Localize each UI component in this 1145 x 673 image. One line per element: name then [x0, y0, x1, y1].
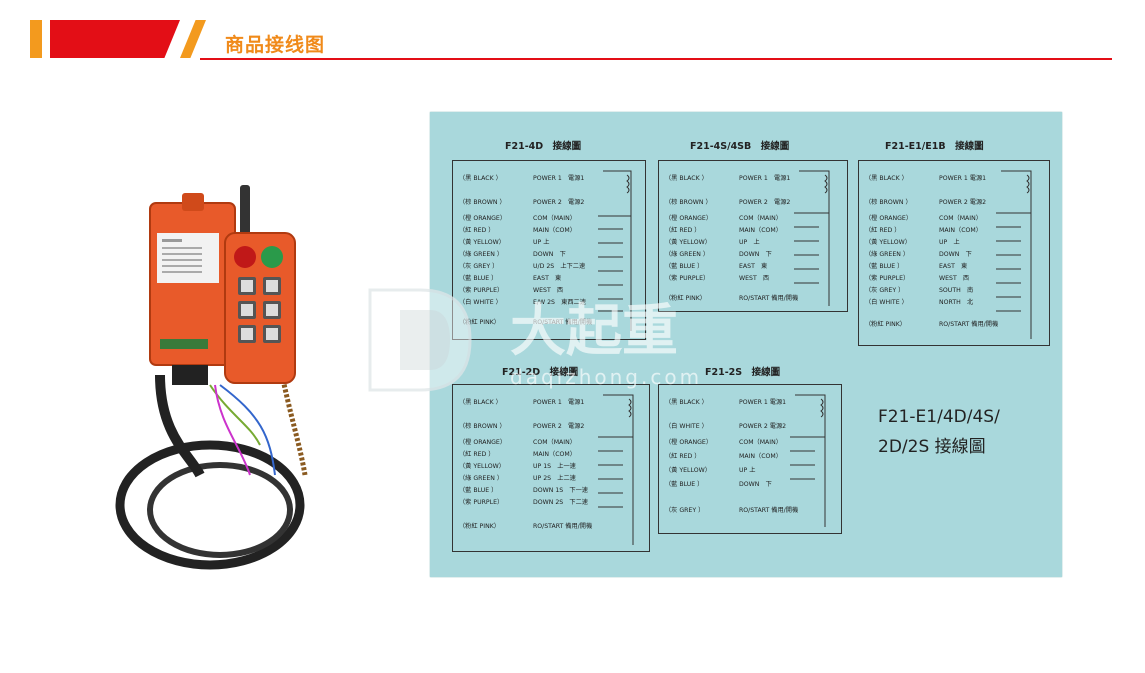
diagram-box-f21-4s: （黑 BLACK ）POWER 1 電源1 （棕 BROWN ）POWER 2 …	[658, 160, 848, 312]
diagram-box-f21-2d: （黑 BLACK ）POWER 1 電源1 （棕 BROWN ）POWER 2 …	[452, 384, 650, 552]
diagram-box-f21-4d: （黑 BLACK ）POWER 1 電源1 （棕 BROWN ）POWER 2 …	[452, 160, 646, 340]
diagram-title-f21-e1: F21-E1/E1B 接線圖	[885, 141, 984, 152]
circuit-lines	[598, 394, 634, 545]
circuit-lines	[598, 170, 632, 331]
diagram-title-f21-2d: F21-2D 接線圖	[502, 367, 579, 378]
diagram-title-f21-4s: F21-4S/4SB 接線圖	[690, 141, 790, 152]
circuit-lines	[996, 170, 1032, 339]
header-red-bar	[50, 20, 180, 58]
header-slash-decoration	[180, 20, 206, 58]
sheet-caption: F21-E1/4D/4S/ 2D/2S 接線圖	[878, 407, 1000, 457]
section-title: 商品接线图	[225, 34, 326, 56]
header-divider	[200, 58, 1112, 60]
circuit-lines	[794, 170, 830, 306]
circuit-lines	[790, 394, 826, 527]
remote-control-photo	[115, 185, 308, 570]
wiring-diagram-sheet: F21-4D 接線圖 （黑 BLACK ）POWER 1 電源1 （棕 BROW…	[430, 112, 1062, 577]
diagram-box-f21-2s: （黑 BLACK ）POWER 1 電源1 （白 WHITE ）POWER 2 …	[658, 384, 842, 534]
header-accent-bar	[30, 20, 42, 58]
diagram-box-f21-e1: （黑 BLACK ）POWER 1 電源1 （棕 BROWN ）POWER 2 …	[858, 160, 1050, 346]
diagram-title-f21-4d: F21-4D 接線圖	[505, 141, 582, 152]
diagram-title-f21-2s: F21-2S 接線圖	[705, 367, 781, 378]
